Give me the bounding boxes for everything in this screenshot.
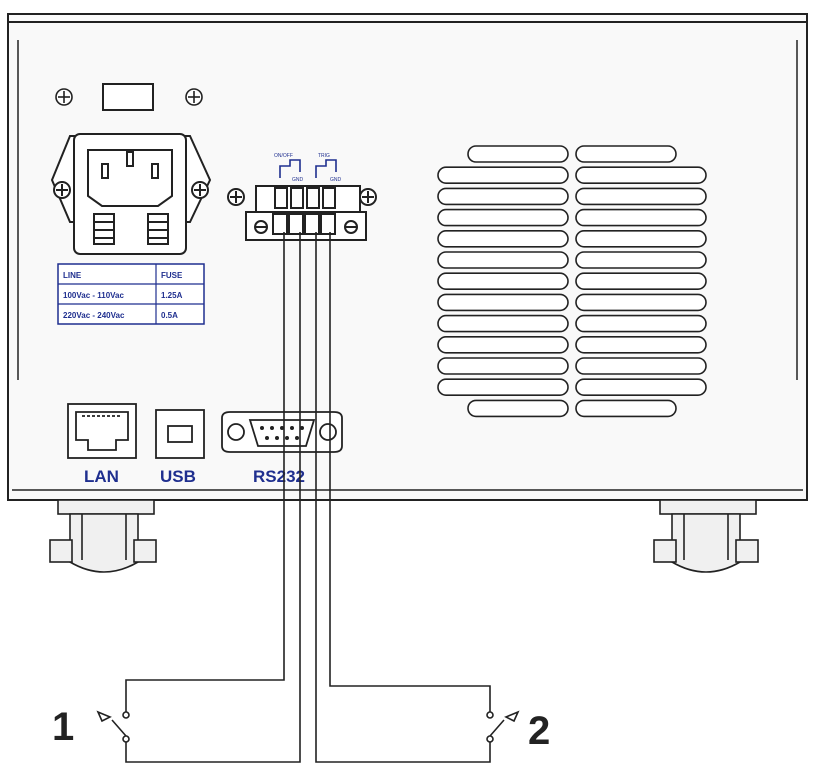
trigger-label-right: TRIG [318,153,330,159]
vent-slot [437,357,569,375]
fuse-table-cell: 0.5A [161,311,178,320]
vent-slot [437,272,569,291]
vent-slot [575,166,707,184]
lan-port [67,403,137,459]
vent-slot [575,314,707,333]
fuse-table-cell: 100Vac - 110Vac [63,291,125,300]
vent-slot [575,272,707,291]
vent-slot [437,230,569,248]
vent-slot [467,399,569,418]
gnd-label-left: GND [292,177,304,183]
switch-2 [486,710,520,743]
fuse-table-cell: 220Vac - 240Vac [63,311,125,320]
switch-1 [96,710,130,743]
vent-slot [437,208,569,227]
fuse-table: LINE FUSE 100Vac - 110Vac 1.25A 220Vac -… [57,263,205,325]
foot-left [49,499,157,573]
fuse-table-header-fuse: FUSE [161,271,183,280]
usb-label: USB [160,467,196,486]
vent-slot [437,293,569,312]
vent-slot [575,187,707,206]
trigger-label-left: ON/OFF [274,153,293,159]
fuse-table-header-line: LINE [63,271,82,280]
vent-slot [437,187,569,206]
gnd-label-right: GND [330,177,342,183]
terminal-block: ON/OFF TRIG GND GND [227,153,377,241]
rs232-label: RS232 [253,467,305,486]
vent-slot [437,166,569,184]
switch-1-number: 1 [52,705,74,749]
vent-slot [575,293,707,312]
screw-icon [55,88,203,106]
vent-slot [467,145,569,163]
power-inlet [50,133,212,255]
trigger-wires [125,232,491,763]
vent-slot [575,378,707,397]
usb-port [155,409,205,459]
vent-slot [575,335,707,354]
lan-label: LAN [84,467,119,486]
vent-slot [437,378,569,397]
power-switch [102,83,154,111]
vent-slot [437,314,569,333]
vent-slot [437,251,569,269]
foot-right [653,499,759,573]
vent-slot [575,230,707,248]
vent-slot [575,145,677,163]
fuse-table-cell: 1.25A [161,291,183,300]
vent-slot [575,399,677,418]
ventilation-grille [437,145,707,418]
vent-slot [575,251,707,269]
vent-slot [575,357,707,375]
rs232-port [221,411,343,453]
switch-2-number: 2 [528,709,550,753]
vent-slot [575,208,707,227]
vent-slot [437,335,569,354]
